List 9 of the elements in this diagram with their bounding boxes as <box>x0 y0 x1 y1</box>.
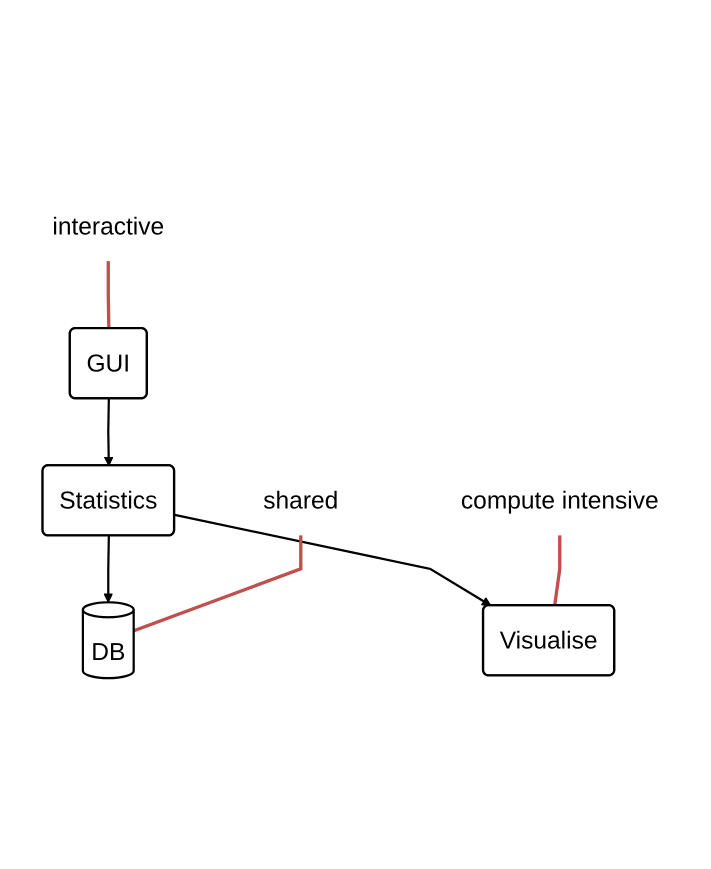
arrow <box>104 398 114 466</box>
arrow <box>103 536 114 603</box>
connector <box>553 535 562 606</box>
node-text: shared <box>263 486 338 514</box>
node-text: compute intensive <box>460 486 659 514</box>
node-text: interactive <box>52 212 164 240</box>
connector <box>133 535 302 632</box>
arrow <box>174 514 492 606</box>
connector <box>106 261 110 329</box>
